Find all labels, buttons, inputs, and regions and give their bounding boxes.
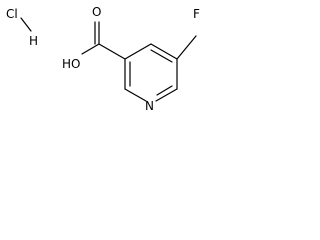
nitrogen-atom-label: N bbox=[145, 99, 154, 113]
fluorine-atom-label: F bbox=[193, 7, 200, 21]
hydroxyl-label: HO bbox=[62, 57, 80, 71]
h-cl-bond bbox=[20, 17, 32, 32]
carboxylic-acid-group: O HO bbox=[62, 5, 126, 71]
ring-bond-c4-c5 bbox=[150, 43, 178, 60]
fluoro-substituent: F bbox=[176, 7, 200, 60]
ring-bond-c3-c4 bbox=[124, 43, 152, 60]
hydrogen-atom-label: H bbox=[29, 34, 38, 48]
ring-double-bond-c4-c5 bbox=[150, 49, 173, 63]
ring-bond-c6-n bbox=[155, 88, 178, 102]
ring-bond-n-c2 bbox=[124, 88, 147, 102]
hcl-group: Cl H bbox=[6, 7, 38, 48]
chlorine-atom-label: Cl bbox=[6, 7, 18, 21]
ring-double-bond-c6-n bbox=[156, 85, 173, 96]
carboxyl-oh-bond bbox=[81, 43, 100, 55]
ring-to-carboxyl-bond bbox=[98, 43, 126, 60]
carbonyl-oxygen-label: O bbox=[92, 5, 101, 19]
c-f-bond bbox=[176, 35, 197, 60]
pyridine-ring bbox=[124, 43, 178, 102]
chemical-structure-diagram: Cl H F N O HO bbox=[6, 5, 200, 113]
